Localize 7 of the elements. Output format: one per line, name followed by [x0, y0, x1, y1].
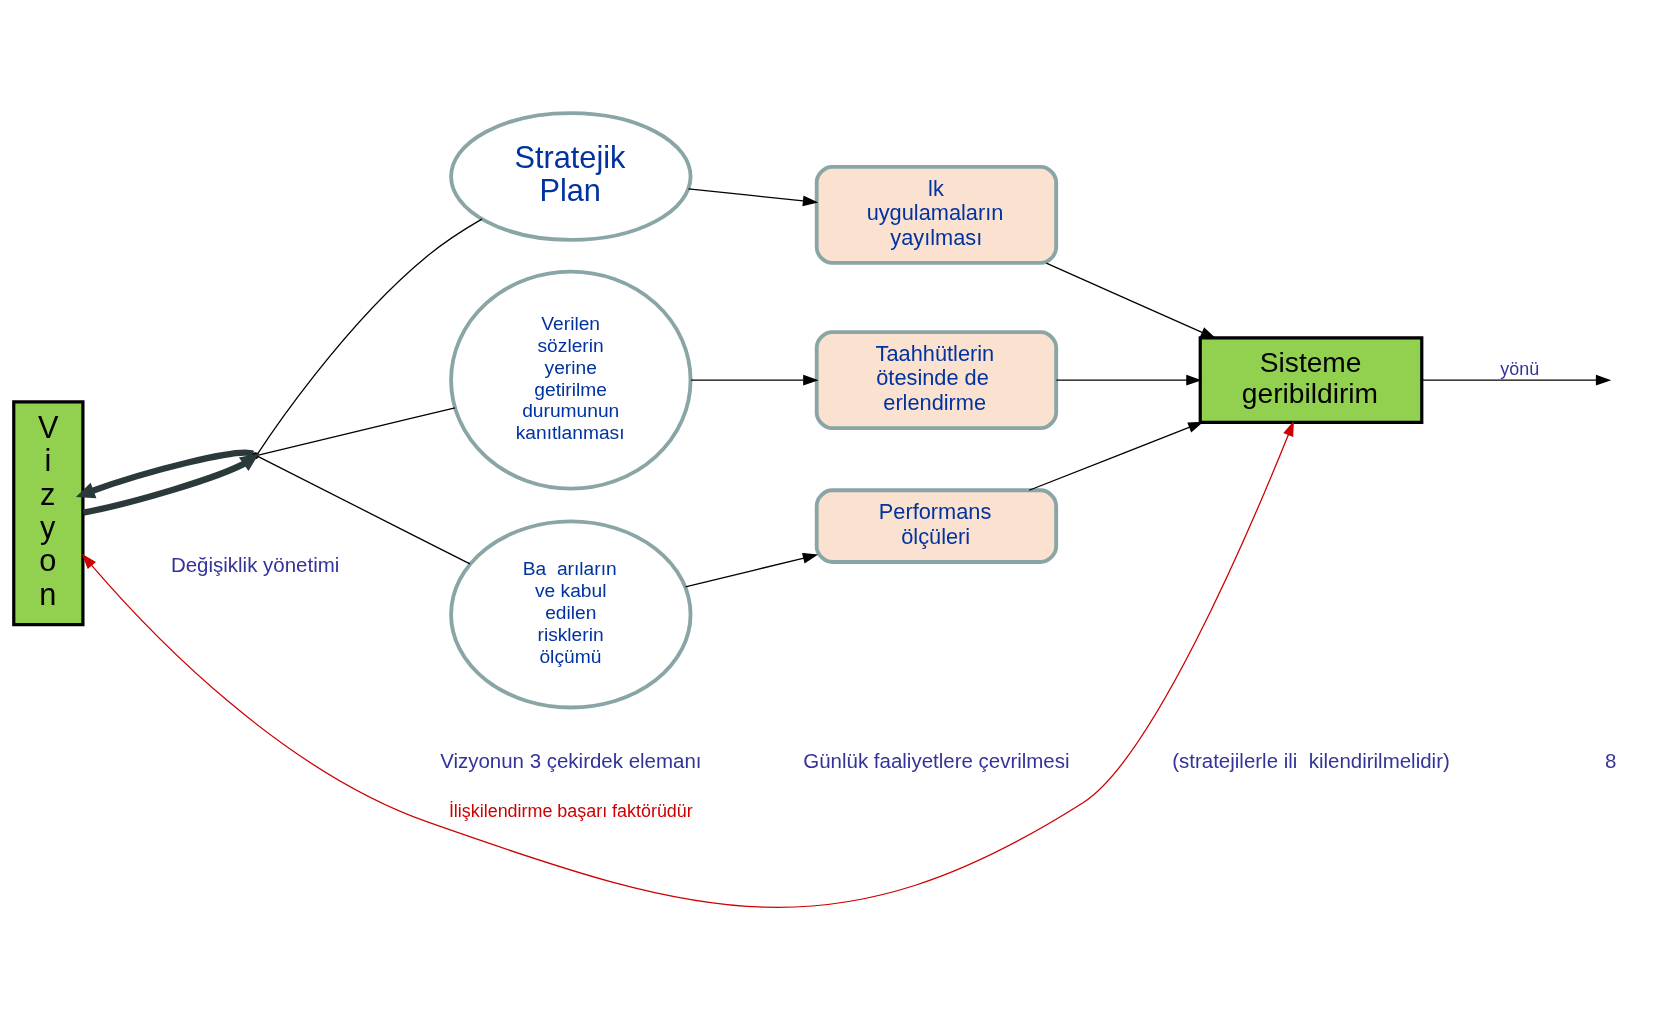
- edge-label: İlişkilendirme başarı faktörüdür: [448, 801, 693, 822]
- label: (stratejilerle ili kilendirilmelidir): [1172, 748, 1450, 772]
- label: Günlük faaliyetlere çevrilmesi: [803, 748, 1070, 772]
- edge-label: yönü: [1500, 359, 1540, 380]
- label: Vizyonun 3 çekirdek elemanı: [440, 748, 702, 772]
- label: 8: [1604, 748, 1617, 772]
- label: Değişiklik yönetimi: [170, 552, 340, 576]
